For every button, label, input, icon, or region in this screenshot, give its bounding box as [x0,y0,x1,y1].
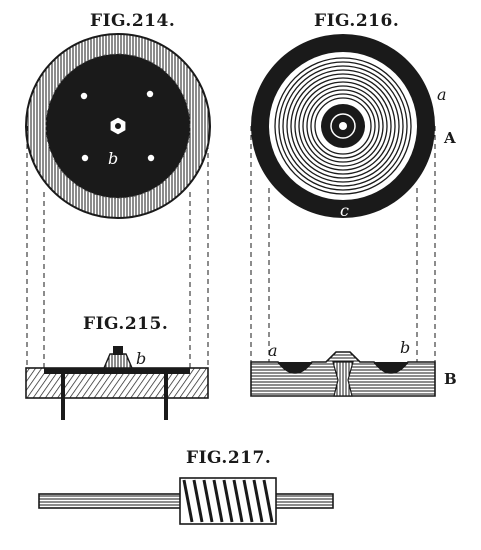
pin-left [61,374,65,420]
center-boss [102,353,134,369]
center-spindle-tip [113,346,123,355]
fig215-caption: FIG.215. [83,314,168,334]
fig216-letter-a: a [437,85,447,104]
pin-holes [80,90,155,162]
figure-214: FIG.214. b [25,11,211,368]
section-top-plate [44,368,190,374]
fig216-letter-c: c [340,201,349,220]
figure-217: FIG.217. [38,448,334,525]
worm-threads [182,479,274,523]
fig214-caption: FIG.214. [90,11,175,31]
center-bore [339,122,347,130]
disc-face-texture [45,53,191,199]
fig215-letter-b: b [136,349,146,368]
pin-right [164,374,168,420]
fig216-label-B: B [444,370,457,388]
figure-216: FIG.216. a c A [250,11,457,397]
groove-right [374,362,408,373]
center-bore-section [332,361,354,397]
fig214-letter-b: b [108,149,118,168]
pin-hole [81,154,89,162]
pin-hole [147,154,155,162]
fig216-label-A: A [443,129,456,147]
fig216-letter-a-lower: a [268,341,278,360]
fig217-caption: FIG.217. [186,448,271,468]
figure-215: FIG.215. b [25,314,209,420]
fig216-letter-b-lower: b [400,338,410,357]
center-ring [330,113,356,139]
center-bore [115,123,121,129]
pin-hole [146,90,154,98]
concentric-grooves [274,57,412,195]
groove-left [278,362,312,373]
fig216-caption: FIG.216. [314,11,399,31]
pin-hole [80,92,88,100]
